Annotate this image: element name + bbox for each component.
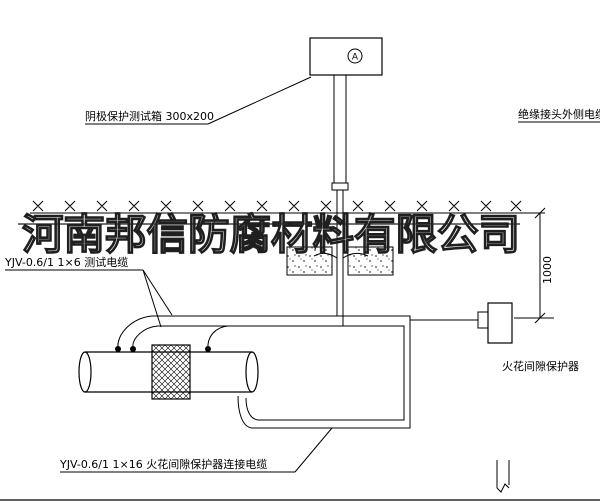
cable-terminal-dot-1 (115, 346, 121, 352)
block-wire-left (313, 252, 338, 259)
meter-circle (347, 48, 363, 64)
concrete-block-left (286, 246, 333, 276)
cathodic-test-box: A (309, 37, 383, 76)
dimension-tick-top (534, 207, 546, 219)
grade-line (30, 200, 545, 214)
test-box-outline (309, 37, 383, 76)
pipe-left-end-cap (78, 351, 92, 393)
section-symbol (496, 460, 510, 493)
conduit-coupling (331, 182, 349, 191)
watermark-text: 河南邦信防腐材料有限公司 (22, 210, 520, 259)
dimension-text: 1000 (541, 256, 554, 284)
conduit-riser (331, 75, 349, 326)
pipe-right-end-cap (245, 351, 259, 393)
cable-run-2 (132, 325, 405, 421)
meter-letter: A (352, 53, 359, 63)
concrete-block-right (347, 246, 394, 276)
watermark: 河南邦信防腐材料有限公司 (18, 209, 521, 260)
dimension-1000: 1000 (514, 207, 554, 324)
block-wire-right (342, 252, 369, 259)
protector-stub (477, 311, 489, 329)
test-cable-leader-2 (142, 269, 162, 328)
test-cable-leader-1 (142, 269, 173, 316)
spark-gap-label: 火花间隙保护器 (502, 359, 579, 373)
test-box-label: 阴极保护测试箱 300x200 (85, 109, 214, 123)
cable-run-1 (117, 315, 411, 429)
annotation-labels: 阴极保护测试箱 300x200 绝缘接头外侧电缆 YJV-0.6/1 1×6 测… (4, 76, 600, 473)
cable-stub-right-dot (207, 325, 229, 350)
cable-terminal-dot-2 (130, 346, 136, 352)
concrete-blocks (286, 246, 394, 276)
cable-runs (117, 315, 478, 429)
spark-gap-cable-leader (294, 427, 333, 473)
pipeline (78, 344, 259, 400)
ground-hatch-marks (32, 200, 522, 212)
cable-terminal-dot-3 (205, 346, 211, 352)
section-symbol-break (496, 483, 510, 493)
spark-gap-protector (477, 302, 513, 344)
protector-body (487, 302, 513, 344)
dimension-tick-bottom (534, 312, 546, 324)
spark-gap-cable-label: YJV-0.6/1 1×16 火花间隙保护器连接电缆 (59, 457, 267, 471)
insulated-joint-cable-label: 绝缘接头外侧电缆 (518, 107, 600, 121)
test-cable-label: YJV-0.6/1 1×6 测试电缆 (4, 256, 128, 269)
insulating-flange (151, 344, 191, 400)
test-box-label-leader (207, 76, 312, 125)
